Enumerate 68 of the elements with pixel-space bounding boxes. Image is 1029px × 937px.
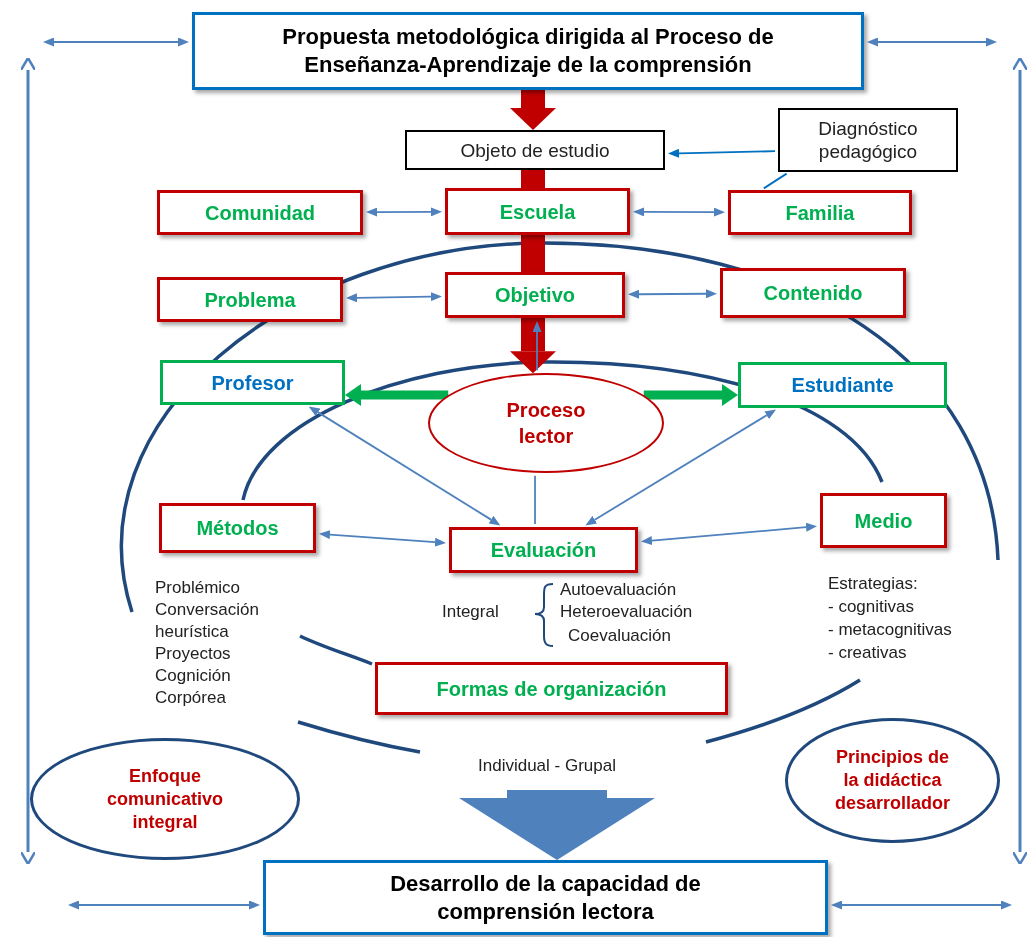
box-label: Objeto de estudio (460, 138, 610, 162)
connector-line (521, 170, 545, 188)
note-text: - cognitivas (828, 596, 915, 618)
concept-box (445, 272, 625, 318)
double-arrow (831, 900, 1012, 910)
box-label: Comunidad (205, 200, 315, 226)
double-arrow (366, 207, 442, 217)
concept-box (820, 493, 947, 548)
box-label: Diagnóstico pedagógico (817, 117, 919, 163)
double-arrow (43, 37, 189, 47)
box-label: Contenido (763, 281, 863, 306)
concept-box (445, 188, 630, 235)
box-title: Propuesta metodológica dirigida al Proceso de Enseñanza-Aprendizaje de la comprensión (281, 23, 775, 79)
box-label: Objetivo (495, 283, 575, 308)
block-arrow (459, 790, 655, 860)
text-box (405, 130, 665, 170)
ellipse-label: Proceso lector (505, 398, 587, 449)
box-label: Problema (204, 287, 296, 313)
note-text: Coevaluación (568, 625, 671, 647)
title-box (263, 860, 828, 935)
arrow (510, 318, 556, 374)
connector-line (762, 172, 788, 190)
double-arrow (68, 900, 260, 910)
box-label: Estudiante (791, 373, 894, 398)
double-arrow (628, 289, 717, 299)
box-label: Profesor (211, 370, 294, 396)
arrow (532, 321, 542, 372)
concept-box (159, 503, 316, 553)
concept-box (157, 190, 363, 235)
double-arrow (867, 37, 997, 47)
box-label: Evaluación (490, 538, 597, 563)
box-title: Desarrollo de la capacidad de comprensión lectora (389, 869, 702, 926)
text-box (778, 108, 958, 172)
box-label: Métodos (196, 516, 279, 541)
arrow (668, 148, 776, 158)
note-text: Autoevaluación (560, 579, 677, 601)
double-arrow (585, 409, 777, 526)
concept-box (375, 662, 728, 715)
double-arrow (319, 530, 446, 547)
connector-line (521, 235, 545, 272)
arrow (510, 90, 556, 130)
double-arrow (633, 207, 725, 217)
arrow (345, 384, 449, 406)
double-arrow (308, 406, 501, 526)
ellipse-label: Principios de la didáctica desarrollador (833, 746, 951, 815)
note-text: Individual - Grupal (478, 755, 617, 777)
double-arrow (346, 292, 442, 303)
note-text: - metacognitivas (828, 619, 953, 641)
concept-box (720, 268, 906, 318)
box-label: Formas de organización (436, 676, 667, 702)
note-text: - creativas (828, 642, 908, 664)
note-text: Integral (442, 601, 499, 623)
double-arrow (641, 522, 817, 546)
concept-box (449, 527, 638, 573)
ellipse-label: Enfoque comunicativo integral (106, 764, 224, 834)
box-label: Escuela (499, 199, 576, 225)
note-text: Estrategias: (828, 573, 919, 595)
role-box (160, 360, 345, 405)
box-label: Medio (854, 508, 913, 534)
note-text: Problémico Conversación heurística Proyectos Cognición Corpórea (155, 577, 260, 709)
title-box (192, 12, 864, 90)
role-box (738, 362, 947, 408)
arrow (643, 384, 738, 406)
connector-line (534, 474, 536, 525)
note-text: Heteroevaluación (560, 601, 693, 623)
concept-box (157, 277, 343, 322)
concept-box (728, 190, 912, 235)
box-label: Familia (785, 200, 855, 226)
